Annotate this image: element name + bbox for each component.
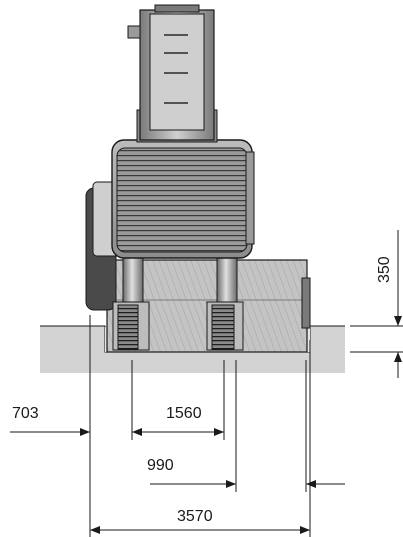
boom — [127, 4, 218, 143]
boom-top-cap — [154, 4, 200, 13]
label-3570: 3570 — [177, 508, 213, 525]
boom-inner — [149, 13, 205, 131]
dimension-labels: 703 1560 990 3570 350 — [12, 256, 393, 525]
label-350: 350 — [376, 256, 393, 283]
arrow-3570-left — [90, 526, 100, 534]
arrow-703-right — [80, 428, 90, 436]
arrow-3570-right — [300, 526, 310, 534]
label-990: 990 — [147, 457, 174, 474]
arrow-990-right — [306, 480, 316, 488]
left-track — [117, 304, 139, 350]
dimension-lines — [10, 230, 403, 537]
track-frame-end — [301, 277, 311, 329]
tracks — [112, 301, 244, 351]
label-703: 703 — [12, 405, 39, 422]
upper-body — [111, 139, 255, 259]
body-side-panel — [245, 151, 255, 245]
right-track — [211, 304, 235, 350]
arrow-1560-right — [214, 428, 224, 436]
right-cylinder — [216, 249, 238, 311]
arrow-350-top — [394, 316, 402, 326]
label-1560: 1560 — [166, 405, 202, 422]
arrow-350-bottom — [394, 352, 402, 362]
body-grill — [116, 147, 248, 253]
left-cylinder — [122, 249, 144, 311]
boom-pin — [127, 25, 141, 39]
arrow-990-left — [226, 480, 236, 488]
arrowheads — [80, 316, 402, 534]
arrow-1560-left — [132, 428, 142, 436]
